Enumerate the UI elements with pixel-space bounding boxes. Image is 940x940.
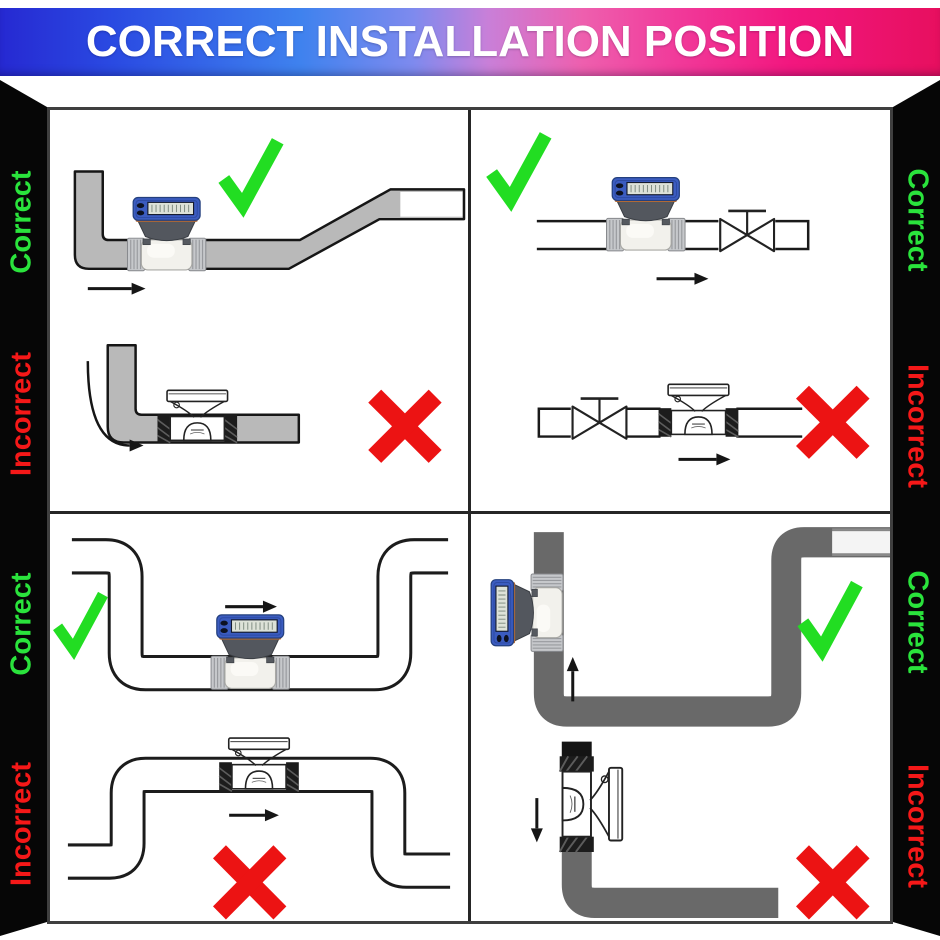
panel-horizontal-divider (50, 511, 890, 514)
flow-arrow-right (229, 809, 279, 822)
pipe-lines (536, 219, 719, 251)
side-label-incorrect: Incorrect (901, 363, 934, 489)
side-label-incorrect: Incorrect (901, 763, 934, 889)
cross-icon (802, 392, 863, 452)
flow-meter-outline (156, 389, 238, 444)
flow-arrow-up (566, 657, 579, 702)
scene-correct-vertical-upflow (490, 527, 890, 727)
header-banner: CORRECT INSTALLATION POSITION (0, 8, 940, 76)
valve-icon (718, 209, 776, 253)
pipe-open-end (400, 191, 463, 217)
scene-correct-meter-low-point (58, 538, 451, 692)
check-icon (224, 141, 278, 205)
frame-right-bar (893, 80, 940, 936)
valve-icon (571, 397, 628, 441)
quadrant-top-right (471, 110, 890, 511)
panel-vertical-divider (468, 110, 471, 921)
flow-meter-outline-vertical (558, 755, 624, 853)
pipe-open-end (832, 531, 890, 554)
pipe-lines (626, 407, 803, 438)
side-label-correct: Correct (901, 168, 934, 272)
side-label-correct: Correct (5, 170, 38, 274)
quadrant-top-left (50, 110, 468, 511)
flow-arrow-right (678, 453, 731, 466)
cross-icon (219, 852, 279, 913)
flow-meter-outline (218, 737, 300, 793)
quadrant-bottom-right (471, 514, 890, 921)
side-label-incorrect: Incorrect (5, 761, 38, 887)
page-title: CORRECT INSTALLATION POSITION (85, 17, 855, 66)
flow-meter-outline (657, 383, 740, 438)
scene-incorrect-vertical-downflow (530, 741, 863, 918)
check-icon (492, 135, 546, 199)
flow-arrow-right (225, 600, 277, 613)
pipe-open-segment (537, 407, 571, 438)
scene-correct-meter-before-valve (492, 135, 810, 285)
pipe-open-segment (775, 219, 810, 251)
flow-arrow-right (656, 272, 709, 285)
flow-arrow-curved (86, 361, 144, 452)
cross-icon (802, 852, 863, 913)
flow-meter (126, 196, 207, 272)
pipe (106, 343, 301, 444)
scene-incorrect-meter-high-point (65, 737, 453, 913)
check-icon (58, 595, 103, 650)
pipe (533, 527, 890, 727)
pipe-end-lines (832, 528, 890, 557)
scene-correct-after-elbow (73, 141, 466, 295)
flow-meter-vertical (490, 573, 564, 653)
pipe (561, 777, 779, 918)
flow-arrow-down (530, 798, 543, 843)
flow-meter (210, 614, 291, 690)
flow-arrow-right (87, 282, 146, 295)
scene-incorrect-valve-before-meter (537, 383, 863, 466)
quadrant-bottom-left (50, 514, 468, 921)
frame-left-bar (0, 80, 47, 936)
scene-incorrect-meter-at-elbow (86, 343, 435, 456)
side-label-correct: Correct (5, 572, 38, 676)
side-label-correct: Correct (901, 570, 934, 674)
side-label-incorrect: Incorrect (5, 351, 38, 477)
flow-meter (605, 177, 686, 252)
cross-icon (375, 396, 435, 456)
check-icon (803, 584, 857, 649)
